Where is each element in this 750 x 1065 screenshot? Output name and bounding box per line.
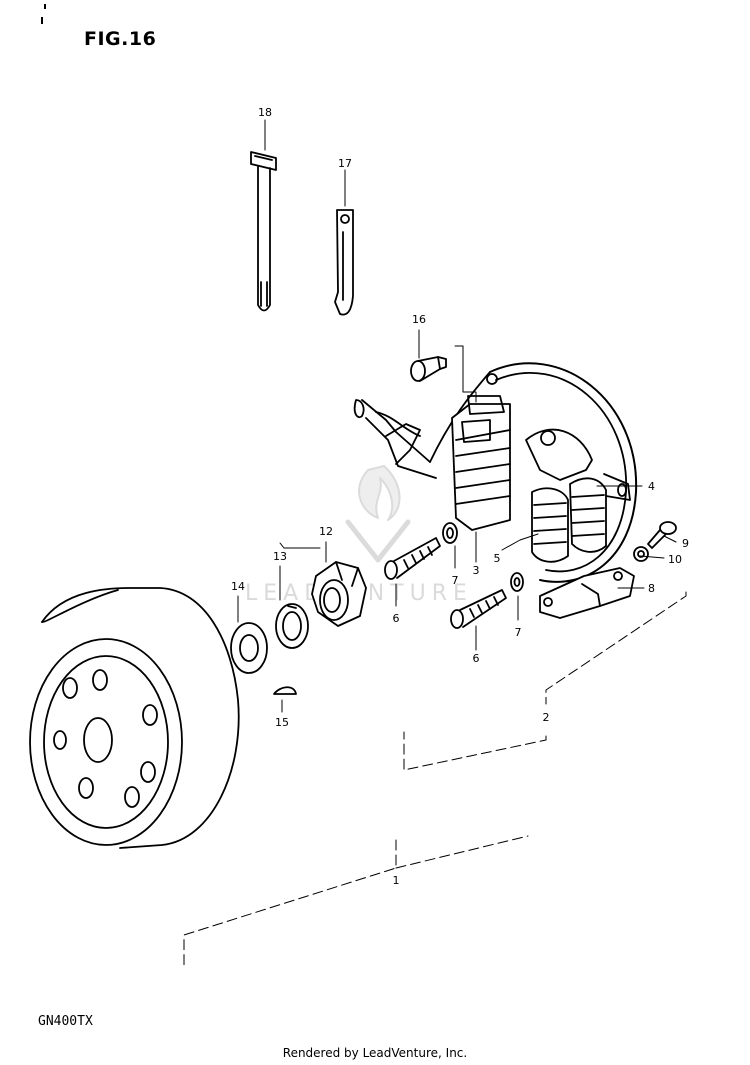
callout-9: 9 xyxy=(682,537,689,550)
callout-6: 6 xyxy=(473,652,480,665)
callout-5: 5 xyxy=(494,552,501,565)
callout-4: 4 xyxy=(648,480,655,493)
callout-6: 6 xyxy=(393,612,400,625)
part-7-washer[interactable] xyxy=(510,572,524,592)
callout-7: 7 xyxy=(515,626,522,639)
callout-12: 12 xyxy=(319,525,333,538)
part-14-washer[interactable] xyxy=(230,622,268,674)
part-15-key[interactable] xyxy=(273,686,297,695)
callout-2: 2 xyxy=(543,711,550,724)
callout-10: 10 xyxy=(668,553,682,566)
part-17-clamp[interactable] xyxy=(334,209,354,316)
group-brackets xyxy=(183,591,687,967)
model-code: GN400TX xyxy=(38,1014,93,1029)
callout-labels: 18 17 16 4 9 10 8 12 13 14 15 6 7 3 5 7 … xyxy=(231,106,689,887)
figure-title: FIG.16 xyxy=(84,28,157,50)
callout-7: 7 xyxy=(452,574,459,587)
watermark xyxy=(345,465,411,563)
callout-1: 1 xyxy=(393,874,400,887)
part-8-plate[interactable] xyxy=(539,567,635,619)
render-credit: Rendered by LeadVenture, Inc. xyxy=(282,1046,468,1060)
callout-15: 15 xyxy=(275,716,289,729)
callout-3: 3 xyxy=(473,564,480,577)
callout-13: 13 xyxy=(273,550,287,563)
corner-mark xyxy=(44,4,46,9)
callout-8: 8 xyxy=(648,582,655,595)
part-6-screw[interactable] xyxy=(384,537,441,580)
part-9-screw[interactable] xyxy=(647,521,677,549)
part-12-nut[interactable] xyxy=(311,561,367,627)
part-13-lock-washer[interactable] xyxy=(275,603,309,649)
callout-17: 17 xyxy=(338,157,352,170)
leader-lines xyxy=(237,119,677,713)
part-1-rotor[interactable] xyxy=(29,587,240,849)
part-6-screw[interactable] xyxy=(450,589,507,629)
callout-14: 14 xyxy=(231,580,245,593)
part-7-washer[interactable] xyxy=(442,522,458,544)
part-16-screw[interactable] xyxy=(410,356,447,382)
callout-16: 16 xyxy=(412,313,426,326)
part-18-band[interactable] xyxy=(250,151,277,312)
callout-18: 18 xyxy=(258,106,272,119)
part-10-washer[interactable] xyxy=(633,546,649,562)
corner-mark xyxy=(41,17,43,24)
stator-assembly[interactable] xyxy=(353,362,638,583)
